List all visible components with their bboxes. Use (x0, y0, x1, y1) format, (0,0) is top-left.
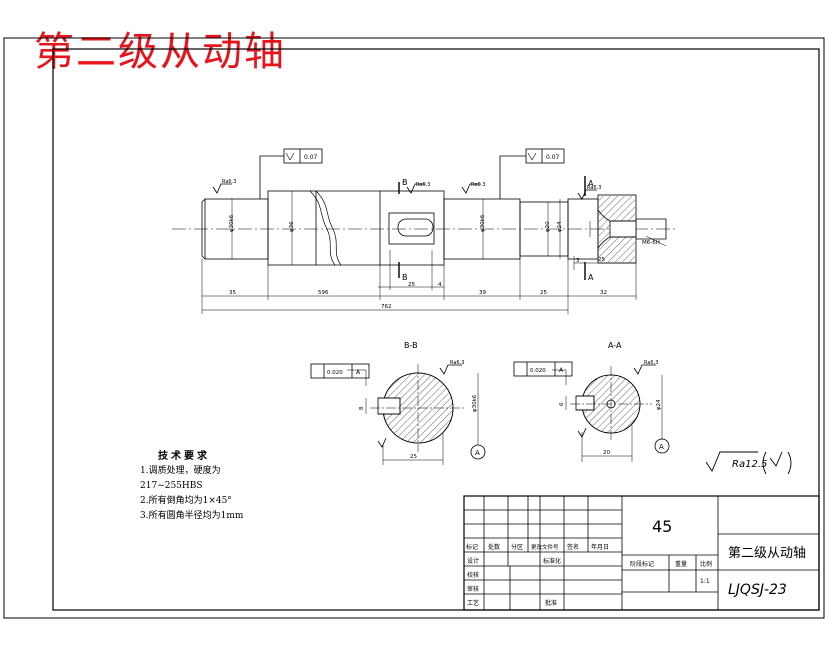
header-cell-4: 更改文件号 (531, 543, 559, 551)
section-aa-width-dim: 6 (559, 402, 565, 406)
technical-requirements: 技术要求 1.调质处理，硬度为 217~255HBS 2.所有倒角均为1×45°… (140, 449, 243, 524)
inner-border (52, 48, 820, 611)
segment-length-4: 39 (479, 290, 486, 296)
section-bb-width-dim: 8 (359, 406, 365, 410)
title-block (463, 495, 820, 611)
general-roughness-label: Ra12.5 (732, 459, 767, 470)
header-cell-1: 标记 (466, 543, 478, 551)
roughness-label-1: Ra6.3 (222, 179, 236, 185)
section-aa-roughness: Ra6.3 (644, 360, 658, 366)
tech-note-3: 2.所有倒角均为1×45° (140, 496, 232, 506)
segment-length-2: 596 (318, 290, 329, 296)
section-aa-view (513, 361, 670, 462)
roughness-label-4: Ra6.3 (587, 185, 601, 191)
diameter-dim-4: φ20 (545, 221, 551, 232)
section-aa-diameter: φ24 (656, 399, 662, 410)
tech-note-1: 1.调质处理，硬度为 (140, 466, 221, 476)
small-dim-1: 3 (576, 258, 580, 264)
section-aa-datum-circle: A (659, 443, 664, 451)
section-marker-a-top: A (588, 179, 594, 188)
header-cell-6: 年月日 (591, 543, 609, 551)
tech-note-4: 3.所有圆角半径均为1mm (140, 511, 244, 521)
section-marker-a-bottom: A (588, 273, 594, 282)
total-length: 762 (381, 304, 392, 310)
roughness-label-2: Ra6.3 (416, 182, 430, 188)
segment-length-5: 25 (540, 290, 547, 296)
roughness-label-3: Ra6.3 (471, 182, 485, 188)
col-header-3: 比例 (700, 560, 712, 568)
diameter-dim-3: φ30k6 (480, 214, 486, 232)
row-label-2: 校核 (467, 571, 479, 579)
small-dim-2: 25 (598, 257, 605, 263)
row-label-1: 设计 (467, 557, 479, 565)
outer-border (3, 37, 825, 619)
drawing-title-watermark: 第二级从动轴 (34, 29, 286, 75)
section-bb-view (310, 363, 486, 465)
section-marker-b-bottom: B (402, 273, 408, 282)
mid-label-1: 标准化 (543, 557, 561, 565)
header-cell-2: 处数 (488, 543, 500, 551)
col-header-2: 重量 (675, 560, 687, 568)
section-marker-b-top: B (402, 178, 408, 187)
section-bb-datum: A (356, 369, 361, 376)
header-cell-5: 签名 (567, 543, 579, 551)
segment-length-3: 25 (408, 282, 415, 288)
section-aa-datum: A (559, 367, 564, 374)
section-bb-depth-dim: 25 (410, 454, 417, 460)
header-cell-3: 分区 (511, 543, 523, 551)
tech-note-2: 217~255HBS (140, 481, 203, 491)
section-bb-tolerance: 0.020 (327, 370, 343, 376)
section-aa-depth-dim: 20 (603, 450, 610, 456)
col-header-1: 阶段标记 (630, 560, 654, 568)
row-label-4: 工艺 (467, 599, 479, 607)
diameter-dim-5: φ24 (557, 221, 563, 232)
segment-length-6: 32 (600, 290, 607, 296)
drawing-number: LJQSJ-23 (728, 582, 787, 598)
main-view (172, 148, 678, 314)
section-bb-datum-circle: A (475, 449, 480, 457)
material-value: 45 (652, 517, 672, 536)
tolerance-right-value: 0.07 (546, 154, 560, 161)
section-bb-roughness: Ra6.3 (450, 360, 464, 366)
diameter-dim-2: φ36 (289, 221, 295, 232)
row-label-3: 审核 (467, 585, 479, 593)
section-bb-label: B-B (404, 341, 418, 350)
section-aa-tolerance: 0.020 (530, 368, 546, 374)
mid-label-2: 批准 (545, 599, 557, 607)
diameter-dim-1: φ30k6 (229, 214, 235, 232)
part-name: 第二级从动轴 (728, 546, 806, 561)
tolerance-left-value: 0.07 (304, 154, 318, 161)
segment-length-1: 35 (229, 290, 236, 296)
general-roughness-symbol (705, 451, 792, 475)
scale-value: 1:1 (700, 578, 710, 585)
tech-notes-title: 技术要求 (158, 451, 210, 462)
section-aa-label: A-A (608, 341, 622, 350)
thread-label: M6-6H (642, 240, 660, 246)
section-bb-diameter: φ30k6 (472, 394, 478, 412)
small-dim-3: 4 (438, 282, 442, 288)
